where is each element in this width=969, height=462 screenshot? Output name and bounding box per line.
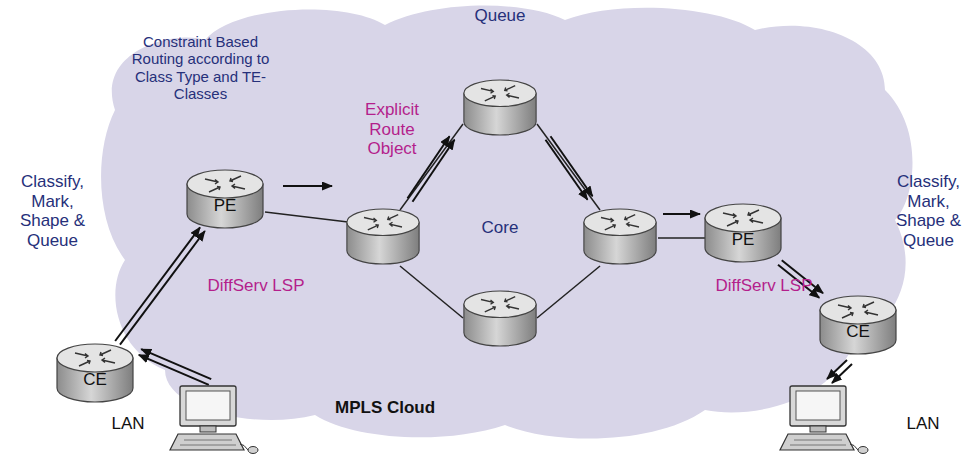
core-router [584,209,656,264]
core-router [464,291,536,346]
qos-note: Classify, Mark, Shape & Queue [896,172,961,250]
computer-icon [780,386,868,454]
lsp-label-holder: DiffServ LSP [694,276,834,296]
lsp-label-holder: DiffServ LSP [186,276,326,296]
qos-note-holder: Classify, Mark, Shape & Queue [5,172,100,250]
ero-label: Explicit Route Object [365,100,419,158]
routing-note-holder: Constraint Based Routing according to Cl… [118,33,283,102]
router-name: CE [818,322,898,342]
queue-label: Queue [474,6,525,25]
lsp-label: DiffServ LSP [207,276,304,295]
router-name: PE [185,196,265,216]
cloud-shape [101,6,912,439]
lan-label-holder: LAN [98,414,158,434]
cloud-title-holder: MPLS Cloud [335,398,435,418]
router-name: PE [703,230,783,250]
core-label-holder: Core [465,218,535,238]
lan-label: LAN [906,414,939,433]
lsp-label: DiffServ LSP [715,276,812,295]
router-node: PE [703,200,783,266]
core-router [464,80,536,135]
router-name: CE [55,370,135,390]
router-node: CE [818,292,898,358]
core-router [347,209,419,264]
lan-label: LAN [111,414,144,433]
router-node: PE [185,166,265,232]
qos-note-holder: Classify, Mark, Shape & Queue [891,172,966,250]
cloud-title: MPLS Cloud [335,398,435,417]
qos-note: Classify, Mark, Shape & Queue [20,172,85,250]
router-node: CE [55,340,135,406]
ero-label-holder: Explicit Route Object [350,100,434,159]
routing-note: Constraint Based Routing according to Cl… [132,33,270,102]
queue-label-holder: Queue [460,6,540,26]
core-label: Core [482,218,519,237]
lan-label-holder: LAN [893,414,953,434]
